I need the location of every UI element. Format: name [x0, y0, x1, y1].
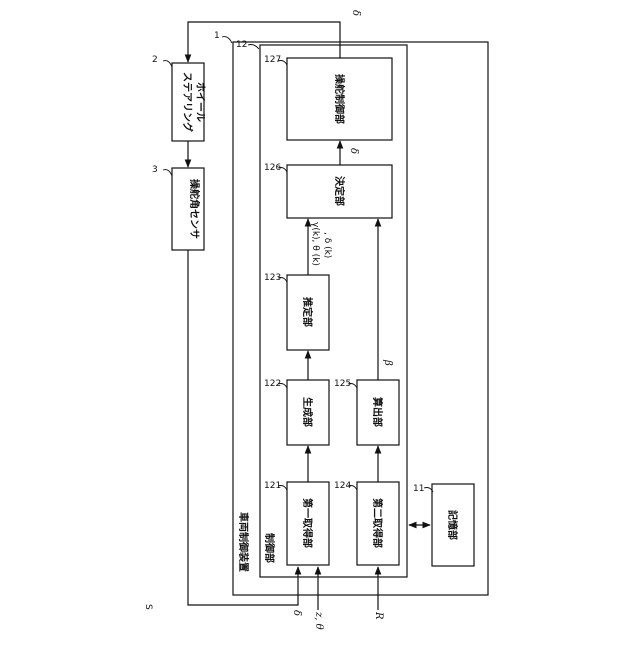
decision-label: 決定部: [333, 176, 346, 206]
ref-generation: 122: [264, 379, 281, 389]
ref-second-acquisition: 124: [334, 481, 351, 491]
ref-control-unit: 12: [236, 40, 247, 50]
ref-calculation: 125: [334, 379, 351, 389]
ref-estimation: 123: [264, 273, 281, 283]
generation-label: 生成部: [301, 397, 314, 427]
steering-control-label: 操舵制御部: [333, 74, 346, 124]
calculation-label: 算出部: [371, 396, 384, 427]
signal-delta-input: δ: [291, 610, 302, 616]
ref-first-acquisition: 121: [264, 481, 281, 491]
storage-label: 記憶部: [446, 510, 459, 540]
ref-decision: 126: [264, 163, 281, 173]
first-acquisition-label: 第一取得部: [301, 498, 314, 548]
vehicle-control-device-label: 車両制御装置: [237, 512, 250, 572]
signal-estimate-line1: γ(k), θ (k): [310, 222, 320, 266]
signal-delta-mid: δ: [348, 148, 359, 154]
signal-beta: β: [382, 359, 393, 366]
signal-estimate-line2: , δ (k): [322, 232, 332, 258]
estimation-label: 推定部: [301, 297, 314, 327]
ref-angle-sensor: 3: [152, 165, 158, 175]
ref-vehicle-control-device: 1: [214, 31, 220, 41]
ref-steering-wheel: 2: [152, 55, 158, 65]
steering-wheel-label-1: ステアリング: [181, 72, 194, 132]
ref-steering-control: 127: [264, 55, 281, 65]
control-unit-label: 制御部: [263, 533, 276, 563]
ref-storage: 11: [413, 484, 424, 494]
signal-z-theta: z, θ: [313, 611, 324, 630]
steering-wheel-label-2: ホイール: [194, 82, 206, 122]
figure-label: S: [143, 604, 153, 610]
signal-r-input: R: [373, 611, 384, 620]
signal-delta-top: δ: [350, 10, 361, 16]
second-acquisition-label: 第二取得部: [371, 498, 384, 548]
angle-sensor-label: 操舵角センサ: [188, 179, 201, 239]
